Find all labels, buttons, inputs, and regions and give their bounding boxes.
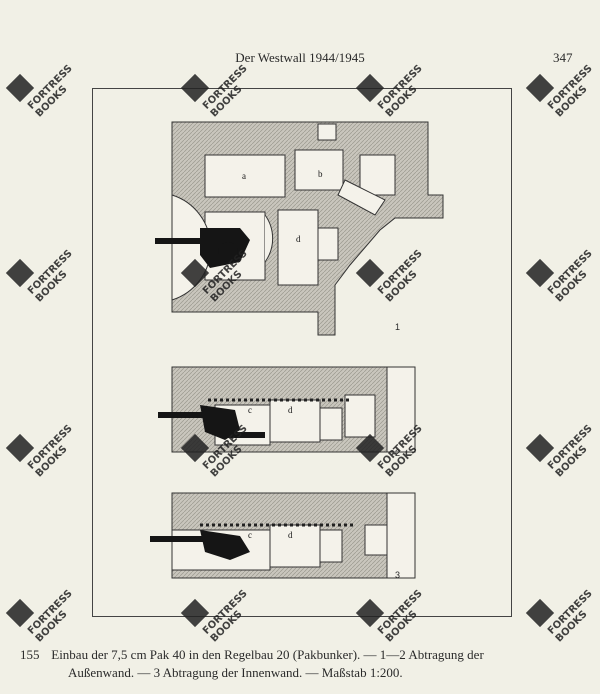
watermark-text: FORTRESS BOOKS [26, 423, 75, 480]
room-label-c: c [248, 405, 252, 415]
watermark-text: FORTRESS BOOKS [26, 63, 75, 120]
room-label-c: c [248, 530, 252, 540]
caption-line-1: Einbau der 7,5 cm Pak 40 in den Regelbau… [51, 647, 484, 662]
fortress-books-watermark: FORTRESS BOOKS [180, 585, 263, 645]
castle-logo-icon [5, 598, 35, 628]
castle-logo-icon [525, 433, 555, 463]
watermark-text: FORTRESS BOOKS [546, 423, 595, 480]
fortress-books-watermark: FORTRESS BOOKS [355, 585, 438, 645]
watermark-text: FORTRESS BOOKS [201, 423, 250, 480]
section-plan-3 [150, 492, 416, 579]
watermark-text: FORTRESS BOOKS [376, 248, 425, 305]
fortress-books-watermark: FORTRESS BOOKS [5, 585, 88, 645]
castle-logo-icon [180, 433, 210, 463]
caption-line-2: Außenwand. — 3 Abtragung der Innenwand. … [68, 665, 403, 680]
page-header-title: Der Westwall 1944/1945 [235, 50, 365, 65]
fortress-books-watermark: FORTRESS BOOKS [5, 60, 88, 120]
room-label-d: d [288, 405, 293, 415]
watermark-text: FORTRESS BOOKS [201, 63, 250, 120]
fortress-books-watermark: FORTRESS BOOKS [180, 420, 263, 480]
castle-logo-icon [525, 73, 555, 103]
fortress-books-watermark: FORTRESS BOOKS [525, 585, 600, 645]
watermark-text: FORTRESS BOOKS [546, 588, 595, 645]
plan-number-1: 1 [395, 322, 401, 332]
page-number: 347 [553, 50, 573, 65]
watermark-text: FORTRESS BOOKS [376, 423, 425, 480]
watermark-text: FORTRESS BOOKS [26, 248, 75, 305]
watermark-text: FORTRESS BOOKS [201, 588, 250, 645]
castle-logo-icon [355, 433, 385, 463]
castle-logo-icon [525, 258, 555, 288]
watermark-text: FORTRESS BOOKS [376, 588, 425, 645]
fortress-books-watermark: FORTRESS BOOKS [355, 420, 438, 480]
castle-logo-icon [525, 598, 555, 628]
fortress-books-watermark: FORTRESS BOOKS [525, 60, 600, 120]
watermark-text: FORTRESS BOOKS [201, 248, 250, 305]
castle-logo-icon [5, 433, 35, 463]
room-label-d: d [288, 530, 293, 540]
watermark-text: FORTRESS BOOKS [26, 588, 75, 645]
castle-logo-icon [5, 73, 35, 103]
watermark-text: FORTRESS BOOKS [546, 248, 595, 305]
fortress-books-watermark: FORTRESS BOOKS [5, 420, 88, 480]
fortress-books-watermark: FORTRESS BOOKS [355, 60, 438, 120]
room-label-a: a [242, 171, 246, 181]
section-plan-2 [158, 366, 416, 453]
figure-caption: 155 Einbau der 7,5 cm Pak 40 in den Rege… [20, 646, 585, 682]
fortress-books-watermark: FORTRESS BOOKS [355, 245, 438, 305]
fortress-books-watermark: FORTRESS BOOKS [525, 245, 600, 305]
figure-frame [92, 88, 512, 617]
castle-logo-icon [180, 258, 210, 288]
castle-logo-icon [355, 73, 385, 103]
castle-logo-icon [355, 598, 385, 628]
fortress-books-watermark: FORTRESS BOOKS [525, 420, 600, 480]
castle-logo-icon [5, 258, 35, 288]
fortress-books-watermark: FORTRESS BOOKS [180, 245, 263, 305]
plan-number-2: 2 [395, 448, 401, 458]
fortress-books-watermark: FORTRESS BOOKS [180, 60, 263, 120]
castle-logo-icon [355, 258, 385, 288]
room-label-d: d [296, 234, 301, 244]
castle-logo-icon [180, 598, 210, 628]
fortress-books-watermark: FORTRESS BOOKS [5, 245, 88, 305]
watermark-text: FORTRESS BOOKS [546, 63, 595, 120]
watermark-text: FORTRESS BOOKS [376, 63, 425, 120]
caption-number: 155 [20, 647, 40, 662]
castle-logo-icon [180, 73, 210, 103]
room-label-b: b [318, 169, 323, 179]
plan-number-3: 3 [395, 570, 401, 580]
